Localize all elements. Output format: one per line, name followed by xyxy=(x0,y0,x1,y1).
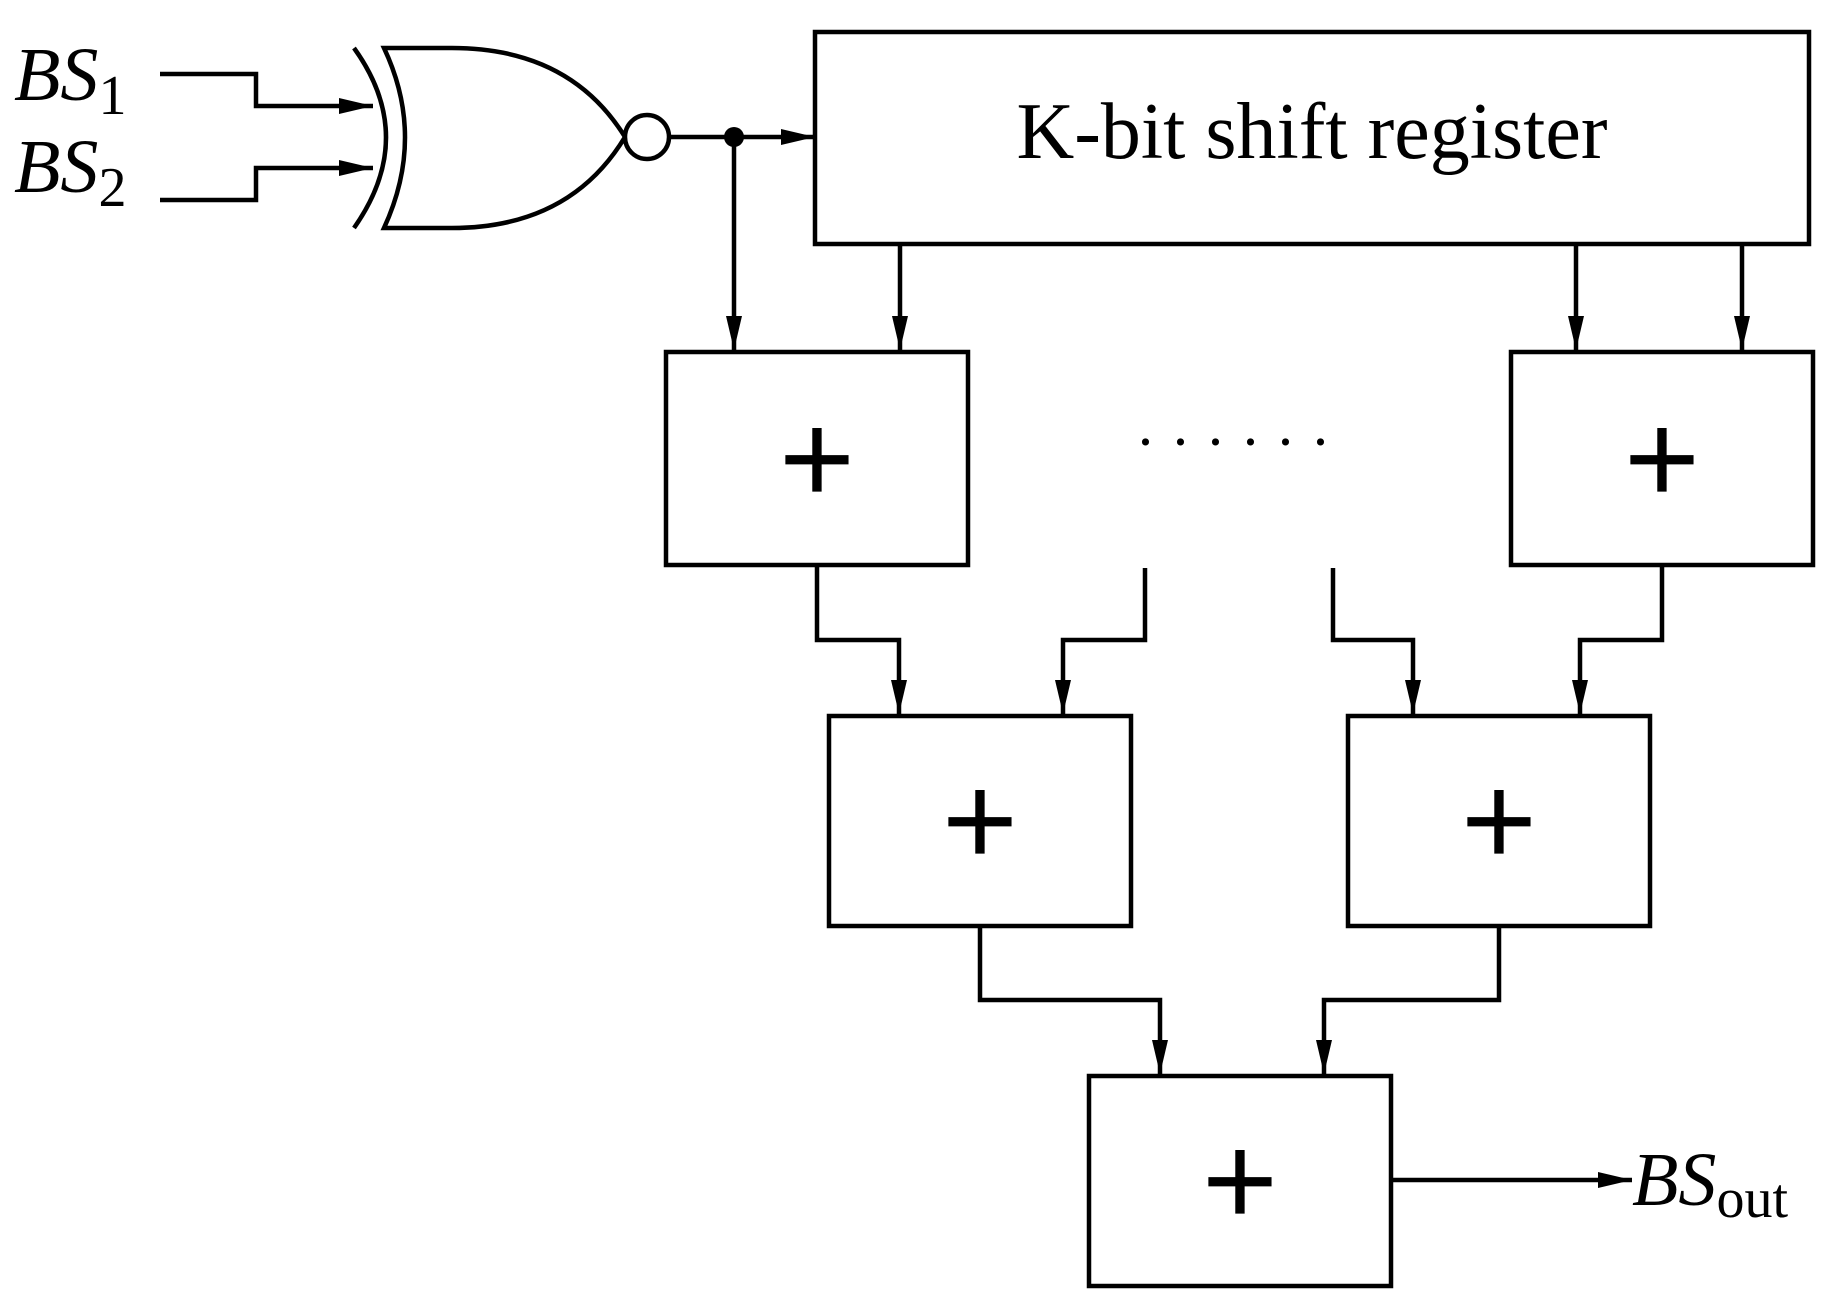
adder-l2-right-box xyxy=(1345,713,1653,929)
xnor-gate xyxy=(352,45,672,231)
adder-l1-right-symbol: + xyxy=(1624,385,1700,531)
adder-l1-left: + xyxy=(663,349,971,568)
adder-l2-right: + xyxy=(1345,713,1653,929)
xnor-gate-back-curve xyxy=(352,46,389,230)
wire-l1-elided-to-l2-left xyxy=(1055,568,1148,714)
adder-l3-final-box xyxy=(1086,1073,1394,1289)
adder-l2-left-symbol: + xyxy=(942,747,1018,893)
wire-l1-elided-to-l2-right xyxy=(1330,568,1421,714)
adder-l3-final: + xyxy=(1086,1073,1394,1289)
wire-l1-right-to-l2-right xyxy=(1572,565,1665,714)
adder-l2-left-box xyxy=(826,713,1134,929)
shift-register: K-bit shift register xyxy=(812,29,1812,247)
adder-l1-left-box xyxy=(663,349,971,568)
shift-register-box xyxy=(812,29,1812,247)
input-label-bs1: BS1 xyxy=(14,33,126,127)
adder-l1-left-symbol: + xyxy=(779,385,855,531)
adder-l3-final-symbol: + xyxy=(1202,1107,1278,1253)
wire-l2-right-to-l3 xyxy=(1316,926,1502,1074)
xnor-inversion-bubble xyxy=(622,112,672,162)
wire-bs2-to-gate xyxy=(160,160,373,203)
shift-register-label: K-bit shift register xyxy=(1017,88,1608,176)
adder-ellipsis: · · · · · · xyxy=(1136,409,1331,475)
wire-l1-left-to-l2-left xyxy=(814,565,907,714)
adder-l2-left: + xyxy=(826,713,1134,929)
adder-l2-right-symbol: + xyxy=(1461,747,1537,893)
wire-bs1-to-gate xyxy=(160,71,373,114)
output-label-bs-out: BSout xyxy=(1632,1138,1788,1230)
input-label-bs2: BS2 xyxy=(14,125,126,219)
adder-l1-right-box xyxy=(1508,349,1816,568)
wire-l2-left-to-l3 xyxy=(977,926,1168,1074)
adder-l1-right: + xyxy=(1508,349,1816,568)
xnor-gate-body xyxy=(380,45,628,231)
